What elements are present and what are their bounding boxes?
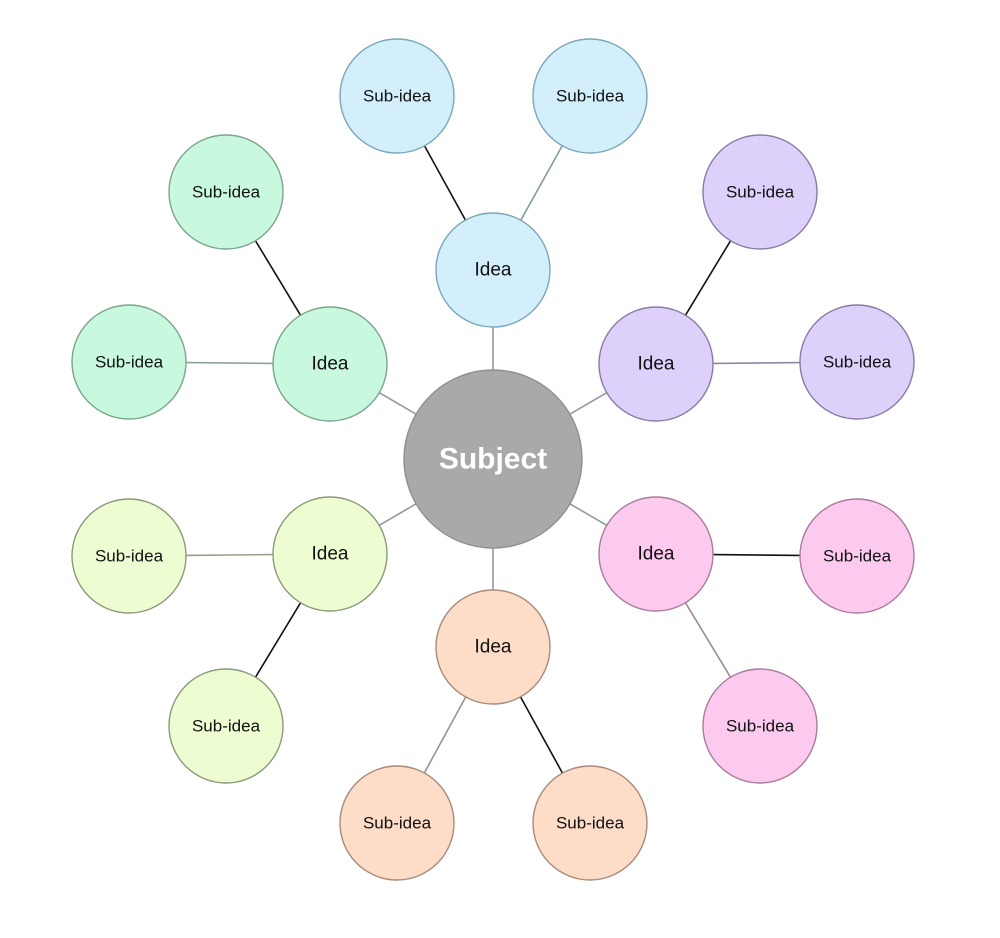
top-idea-node-label: Idea: [475, 260, 512, 281]
lower-right-sub-idea-node-1[interactable]: Sub-idea: [799, 498, 915, 614]
upper-left-idea-node-circle: [272, 306, 388, 422]
upper-right-idea-node-label: Idea: [638, 354, 675, 375]
lower-left-idea-node-label: Idea: [312, 544, 349, 565]
lower-right-sub-idea-node-1-circle: [799, 498, 915, 614]
upper-right-sub-idea-node-2[interactable]: Sub-idea: [799, 304, 915, 420]
lower-left-idea-node-circle: [272, 496, 388, 612]
link-lower-right-idea-to-sub-2: [684, 602, 732, 678]
lower-right-idea-node-label: Idea: [638, 544, 675, 565]
link-top-idea-to-sub-2: [520, 145, 563, 221]
lower-right-sub-idea-node-2-label: Sub-idea: [726, 717, 795, 736]
lower-left-sub-idea-node-1[interactable]: Sub-idea: [71, 498, 187, 614]
bottom-sub-idea-node-2-circle: [532, 765, 648, 881]
subject-node-circle: [403, 369, 583, 549]
lower-left-sub-idea-node-2[interactable]: Sub-idea: [168, 668, 284, 784]
top-sub-idea-node-2-label: Sub-idea: [556, 87, 625, 106]
bottom-sub-idea-node-1-label: Sub-idea: [363, 814, 432, 833]
top-idea-node[interactable]: Idea: [435, 212, 551, 328]
link-subject-to-lower-right-idea: [569, 503, 608, 526]
lower-right-sub-idea-node-2[interactable]: Sub-idea: [702, 668, 818, 784]
lower-left-idea-node[interactable]: Idea: [272, 496, 388, 612]
bottom-sub-idea-node-1[interactable]: Sub-idea: [339, 765, 455, 881]
bottom-sub-idea-node-1-circle: [339, 765, 455, 881]
bottom-sub-idea-node-2[interactable]: Sub-idea: [532, 765, 648, 881]
bottom-idea-node-circle: [435, 589, 551, 705]
upper-left-sub-idea-node-1-label: Sub-idea: [192, 183, 261, 202]
subject-node-label: Subject: [439, 443, 547, 476]
top-sub-idea-node-2-circle: [532, 38, 648, 154]
upper-right-sub-idea-node-1-label: Sub-idea: [726, 183, 795, 202]
upper-right-sub-idea-node-1-circle: [702, 134, 818, 250]
lower-left-sub-idea-node-2-label: Sub-idea: [192, 717, 261, 736]
link-subject-to-lower-left-idea: [378, 503, 417, 526]
link-lower-right-idea-to-sub-1: [712, 553, 801, 557]
link-lower-left-idea-to-sub-2: [254, 602, 302, 678]
link-top-idea-to-sub-1: [423, 145, 467, 221]
lower-left-sub-idea-node-2-circle: [168, 668, 284, 784]
link-upper-left-idea-to-sub-2: [185, 361, 274, 365]
lower-right-sub-idea-node-2-circle: [702, 668, 818, 784]
subject-node[interactable]: Subject: [403, 369, 583, 549]
lower-right-sub-idea-node-1-label: Sub-idea: [823, 547, 892, 566]
link-upper-left-idea-to-sub-1: [254, 240, 302, 316]
connector-lines: [185, 145, 801, 774]
top-sub-idea-node-1[interactable]: Sub-idea: [339, 38, 455, 154]
link-bottom-idea-to-sub-2: [519, 696, 564, 774]
upper-left-idea-node-label: Idea: [312, 354, 349, 375]
top-sub-idea-node-1-label: Sub-idea: [363, 87, 432, 106]
lower-right-idea-node[interactable]: Idea: [598, 496, 714, 612]
upper-right-idea-node[interactable]: Idea: [598, 306, 714, 422]
bottom-sub-idea-node-2-label: Sub-idea: [556, 814, 625, 833]
lower-right-idea-node-circle: [598, 496, 714, 612]
upper-right-sub-idea-node-2-label: Sub-idea: [823, 353, 892, 372]
lower-left-sub-idea-node-1-circle: [71, 498, 187, 614]
bottom-idea-node-label: Idea: [475, 637, 512, 658]
upper-left-sub-idea-node-2-label: Sub-idea: [95, 353, 164, 372]
link-lower-left-idea-to-sub-1: [185, 553, 274, 557]
top-sub-idea-node-2[interactable]: Sub-idea: [532, 38, 648, 154]
top-idea-node-circle: [435, 212, 551, 328]
top-sub-idea-node-1-circle: [339, 38, 455, 154]
link-upper-right-idea-to-sub-1: [684, 240, 732, 316]
link-upper-right-idea-to-sub-2: [712, 361, 801, 365]
bottom-idea-node[interactable]: Idea: [435, 589, 551, 705]
upper-left-sub-idea-node-1-circle: [168, 134, 284, 250]
upper-left-sub-idea-node-2-circle: [71, 304, 187, 420]
link-subject-to-upper-right-idea: [569, 392, 608, 415]
upper-left-sub-idea-node-2[interactable]: Sub-idea: [71, 304, 187, 420]
upper-right-sub-idea-node-2-circle: [799, 304, 915, 420]
link-bottom-idea-to-sub-1: [423, 696, 467, 774]
upper-right-sub-idea-node-1[interactable]: Sub-idea: [702, 134, 818, 250]
link-subject-to-upper-left-idea: [378, 392, 417, 415]
upper-left-idea-node[interactable]: Idea: [272, 306, 388, 422]
upper-left-sub-idea-node-1[interactable]: Sub-idea: [168, 134, 284, 250]
upper-right-idea-node-circle: [598, 306, 714, 422]
lower-left-sub-idea-node-1-label: Sub-idea: [95, 547, 164, 566]
